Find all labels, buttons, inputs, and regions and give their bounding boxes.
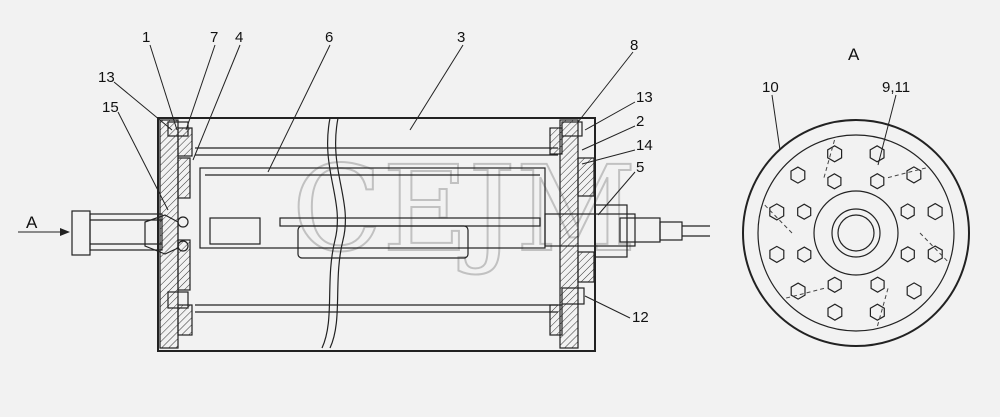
outer-bolt-head (927, 245, 943, 263)
outer-bolt-head (906, 166, 922, 184)
outer-bolt-head (869, 145, 885, 163)
inner-bolt-head (827, 173, 842, 190)
callout-10: 10 (762, 79, 779, 96)
inner-bolt-head (797, 246, 812, 263)
inner-bolt-head (870, 276, 885, 293)
view-arrow-label: A (26, 213, 38, 232)
callout-2: 2 (636, 113, 644, 130)
outer-bolt-head (827, 303, 843, 321)
right-housing-bottom (577, 251, 595, 283)
callout-14: 14 (636, 137, 653, 154)
right-flange (559, 119, 579, 349)
callout-7: 7 (210, 29, 218, 46)
callout-8: 8 (630, 37, 638, 54)
break-line-1 (321, 117, 339, 349)
left-ring-top (177, 127, 193, 157)
inner-bolt-head (900, 246, 915, 263)
callout-12: 12 (632, 309, 649, 326)
right-ring-top (549, 127, 563, 155)
callout-5: 5 (636, 159, 644, 176)
left-flange (159, 119, 179, 349)
callout-6: 6 (325, 29, 333, 46)
outer-bolt-head (769, 203, 785, 221)
left-nut (71, 210, 91, 256)
hub-circle (813, 190, 899, 276)
right-housing-top (577, 157, 595, 197)
callout-13-right: 13 (636, 89, 653, 106)
outer-bolt-head (869, 303, 885, 321)
outer-bolt-circle (769, 145, 943, 321)
callout-leaders (113, 44, 636, 319)
motor-body (199, 167, 546, 249)
callout-4: 4 (235, 29, 243, 46)
dashed-ribs (763, 139, 949, 327)
inner-bolt-head (900, 203, 915, 220)
view-arrow (60, 228, 70, 236)
outer-bolt-head (827, 145, 843, 163)
view-title: A (848, 45, 860, 64)
right-ring-bottom (549, 304, 563, 336)
callout-1: 1 (142, 29, 150, 46)
shaft-bore (837, 214, 875, 252)
outer-bolt-head (790, 166, 806, 184)
right-shaft (544, 213, 636, 247)
inner-bolt-circle (797, 173, 915, 293)
outer-bolt-head (790, 282, 806, 300)
callout-9-11: 9,11 (882, 79, 910, 96)
outer-bolt-head (927, 202, 943, 221)
left-shaft (89, 213, 163, 251)
left-bearing-housing-bottom (177, 239, 191, 291)
end-view-a: A 10 9,11 (742, 45, 970, 347)
callout-13-left: 13 (98, 69, 115, 86)
callout-labels: 1 7 4 6 3 8 13 15 13 2 14 5 12 (98, 29, 653, 326)
end-view-outer-circle (742, 119, 970, 347)
outer-bolt-head (906, 282, 922, 300)
left-bearing-housing-top (177, 157, 191, 199)
inner-bolt-head (797, 203, 812, 220)
break-line-2 (329, 117, 347, 349)
callout-3: 3 (457, 29, 465, 46)
callout-15: 15 (102, 99, 119, 116)
left-ring-bottom (177, 304, 193, 336)
inner-bolt-head (870, 173, 885, 190)
outer-bolt-head (769, 245, 785, 264)
inner-bolt-head (827, 276, 842, 293)
section-view: A (18, 117, 710, 352)
